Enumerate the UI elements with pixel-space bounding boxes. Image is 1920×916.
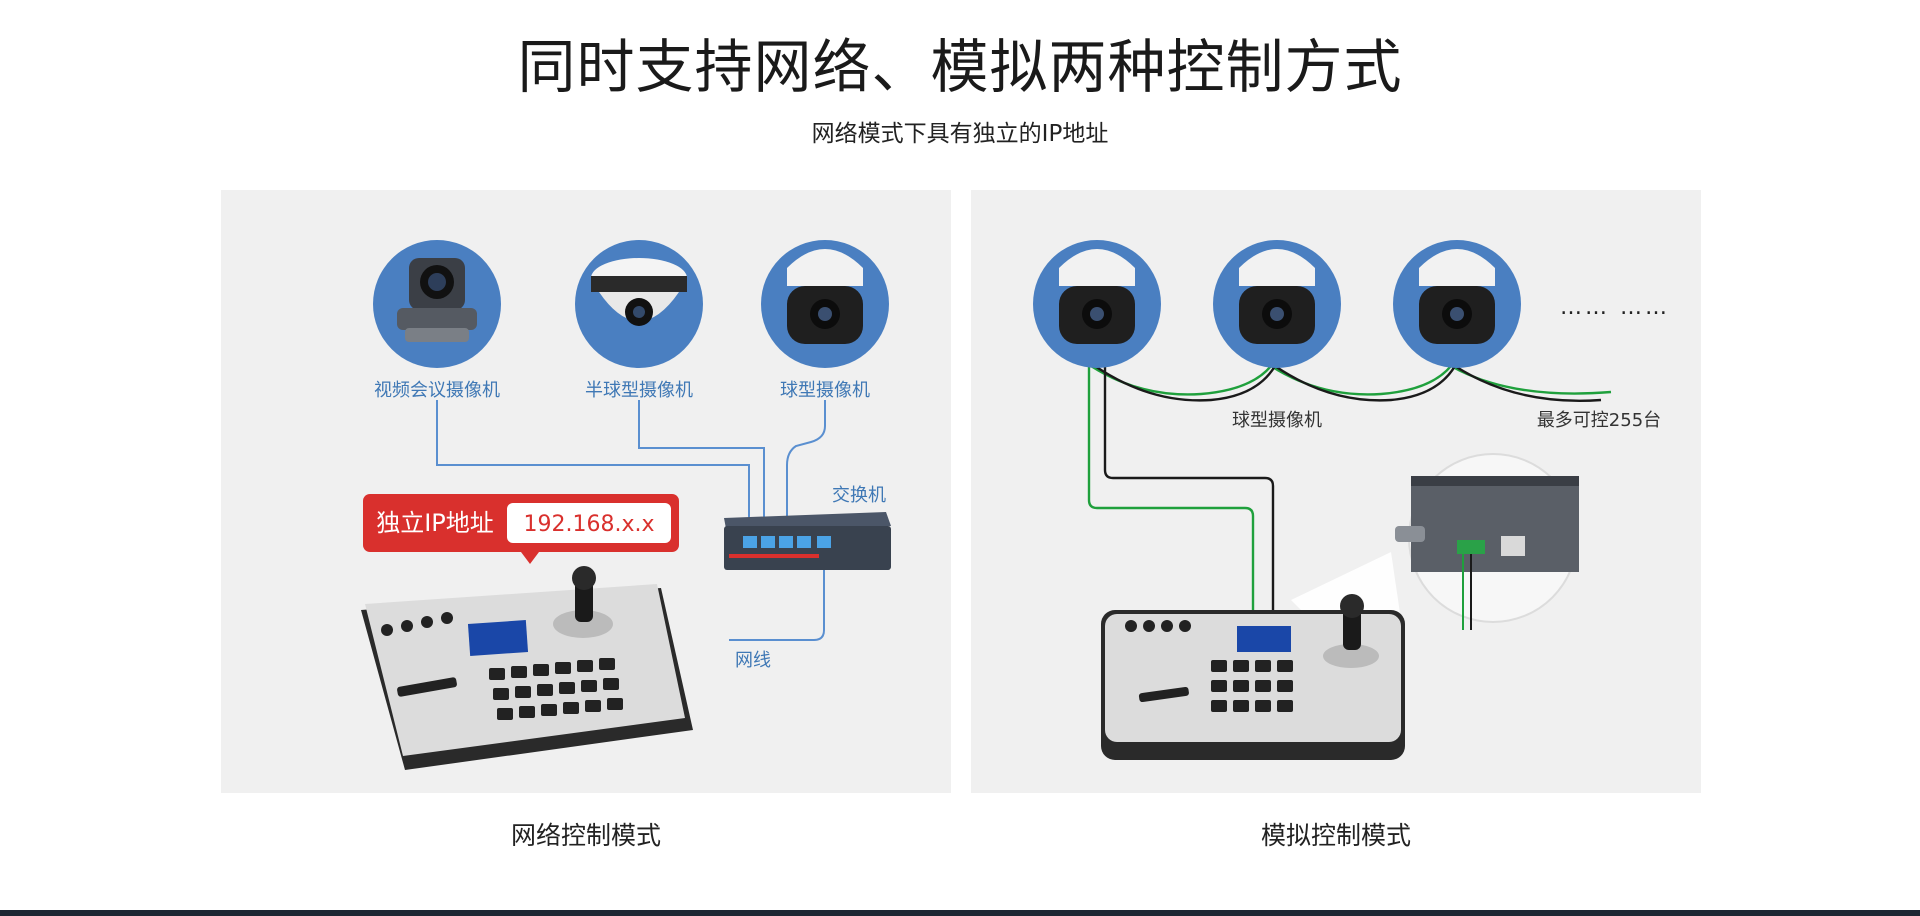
- speed-dome-camera-3: [1393, 240, 1521, 368]
- speed-dome-camera-1: [1033, 240, 1161, 368]
- analog-diagram: …… …… 球型摄像机 最多可控255台: [1033, 240, 1670, 760]
- network-mode-caption: 网络控制模式: [510, 821, 661, 850]
- ethernet-port-icon: [1501, 536, 1525, 556]
- speed-dome-camera: [761, 240, 889, 368]
- ip-badge-label: 独立IP地址: [376, 509, 494, 537]
- page-subtitle: 网络模式下具有独立的IP地址: [811, 121, 1109, 147]
- network-switch: [724, 512, 891, 570]
- page-title: 同时支持网络、模拟两种控制方式: [517, 33, 1403, 101]
- cable-label: 网线: [735, 650, 771, 671]
- dome-camera: [575, 240, 703, 368]
- speed-dome-camera-2: [1213, 240, 1341, 368]
- footer-bar: [0, 910, 1920, 916]
- terminal-block-icon: [1457, 540, 1485, 554]
- ip-address-badge: 独立IP地址 192.168.x.x: [363, 494, 679, 564]
- network-diagram: 视频会议摄像机 半球型摄像机 球型摄像机 交换机 独立IP地址 192.168.…: [361, 240, 891, 770]
- analog-mode-panel: …… …… 球型摄像机 最多可控255台: [971, 190, 1701, 793]
- analog-mode-caption: 模拟控制模式: [1260, 821, 1411, 850]
- max-cameras-label: 最多可控255台: [1537, 410, 1661, 431]
- ip-badge-value: 192.168.x.x: [523, 512, 654, 537]
- db9-port-icon: [1395, 526, 1425, 542]
- ptz-controller-keyboard: [1101, 594, 1405, 760]
- network-mode-panel: 视频会议摄像机 半球型摄像机 球型摄像机 交换机 独立IP地址 192.168.…: [221, 190, 951, 793]
- camera-label-speed-dome: 球型摄像机: [1232, 410, 1322, 431]
- camera-label-speed-dome: 球型摄像机: [780, 380, 870, 401]
- camera-label-dome: 半球型摄像机: [585, 380, 693, 401]
- network-cables: [436, 400, 826, 641]
- rs485-wires: [1087, 364, 1612, 610]
- camera-label-video-conference: 视频会议摄像机: [374, 380, 500, 401]
- more-cameras-ellipsis: …… ……: [1560, 295, 1670, 320]
- rear-panel-zoom-callout: [1291, 453, 1579, 630]
- ptz-controller-keyboard: [361, 566, 693, 770]
- switch-label: 交换机: [832, 485, 886, 506]
- video-conference-camera: [373, 240, 501, 368]
